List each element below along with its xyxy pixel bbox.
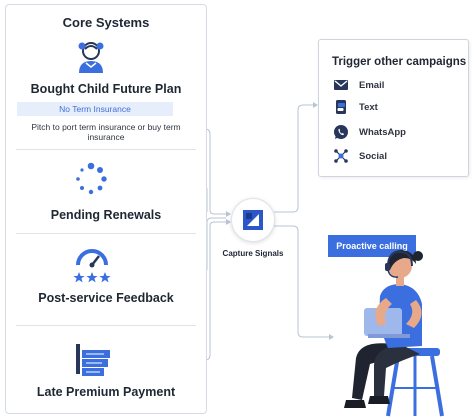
no-term-insurance-badge: No Term Insurance bbox=[17, 102, 173, 116]
whatsapp-icon bbox=[334, 125, 348, 139]
connector-from-late-payment bbox=[170, 221, 226, 361]
divider bbox=[16, 325, 196, 326]
channel-social[interactable]: Social bbox=[333, 148, 387, 164]
core-systems-panel: Core Systems Bought Child Future Plan No… bbox=[5, 4, 207, 414]
channel-label: Social bbox=[359, 150, 387, 162]
capture-signals-node[interactable] bbox=[231, 198, 275, 242]
section-title-child-plan: Bought Child Future Plan bbox=[30, 82, 182, 96]
channel-label: Text bbox=[359, 101, 378, 113]
connector-to-campaigns bbox=[274, 104, 314, 213]
child-icon bbox=[78, 42, 104, 73]
campaigns-panel: Trigger other campaigns Email Text Whats… bbox=[318, 39, 469, 177]
campaigns-title: Trigger other campaigns bbox=[332, 56, 467, 68]
section-description: Pitch to port term insurance or buy term… bbox=[31, 122, 181, 142]
arrow-into-capture-top bbox=[226, 211, 231, 217]
section-title-feedback: Post-service Feedback bbox=[38, 291, 174, 305]
divider bbox=[16, 233, 196, 234]
capture-logo-icon bbox=[243, 210, 263, 230]
arrow-into-capture-bottom bbox=[226, 219, 231, 225]
connector-from-child-plan bbox=[170, 128, 226, 215]
channel-label: Email bbox=[359, 79, 385, 91]
channel-text[interactable]: Text bbox=[333, 99, 378, 115]
loading-dots-icon bbox=[76, 162, 107, 195]
connector-to-proactive bbox=[274, 225, 330, 338]
payment-stack-icon bbox=[76, 344, 110, 376]
text-message-icon bbox=[336, 100, 346, 114]
email-icon bbox=[334, 80, 348, 90]
channel-whatsapp[interactable]: WhatsApp bbox=[333, 124, 406, 140]
section-title-late-payment: Late Premium Payment bbox=[36, 385, 176, 399]
social-network-icon bbox=[334, 149, 348, 163]
arrow-to-proactive bbox=[329, 334, 334, 340]
section-title-pending-renewals: Pending Renewals bbox=[50, 208, 162, 222]
channel-email[interactable]: Email bbox=[333, 77, 384, 93]
proactive-calling-button[interactable]: Proactive calling bbox=[328, 235, 416, 257]
channel-label: WhatsApp bbox=[359, 126, 406, 138]
capture-signals-label: Capture Signals bbox=[222, 249, 284, 258]
panel-title: Core Systems bbox=[62, 15, 150, 30]
divider bbox=[16, 149, 196, 150]
arrow-to-campaigns bbox=[313, 102, 318, 108]
gauge-stars-icon bbox=[73, 249, 111, 283]
agent-illustration bbox=[344, 250, 444, 417]
